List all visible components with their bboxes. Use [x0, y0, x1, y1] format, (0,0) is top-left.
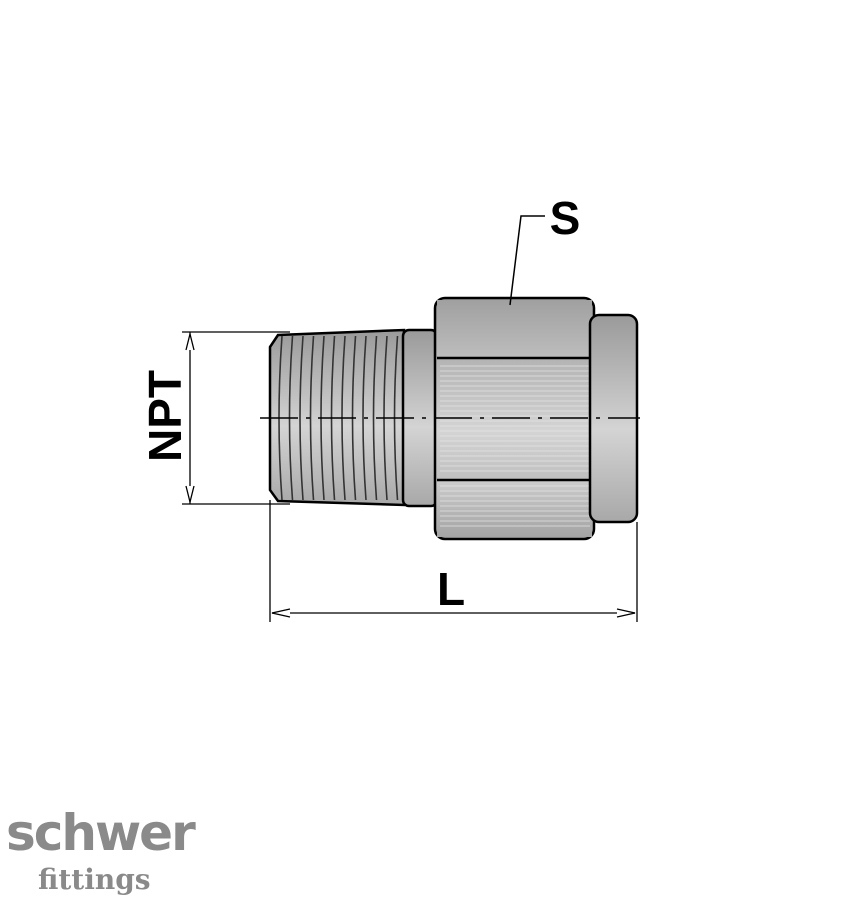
thread-ridge [309, 335, 315, 501]
thread-ridge [299, 335, 304, 501]
thread-ridge [372, 335, 378, 501]
npt-label: NPT [139, 370, 191, 462]
s-label: S [550, 192, 581, 244]
npt-dimension [182, 331, 290, 505]
s-leader-line [509, 215, 545, 306]
brand-logo-secondary: fittings [38, 863, 151, 896]
length-label: L [437, 563, 465, 615]
thread-ridge [362, 335, 367, 501]
brand-logo-primary: schwer [6, 804, 196, 862]
length-dimension [269, 500, 638, 622]
